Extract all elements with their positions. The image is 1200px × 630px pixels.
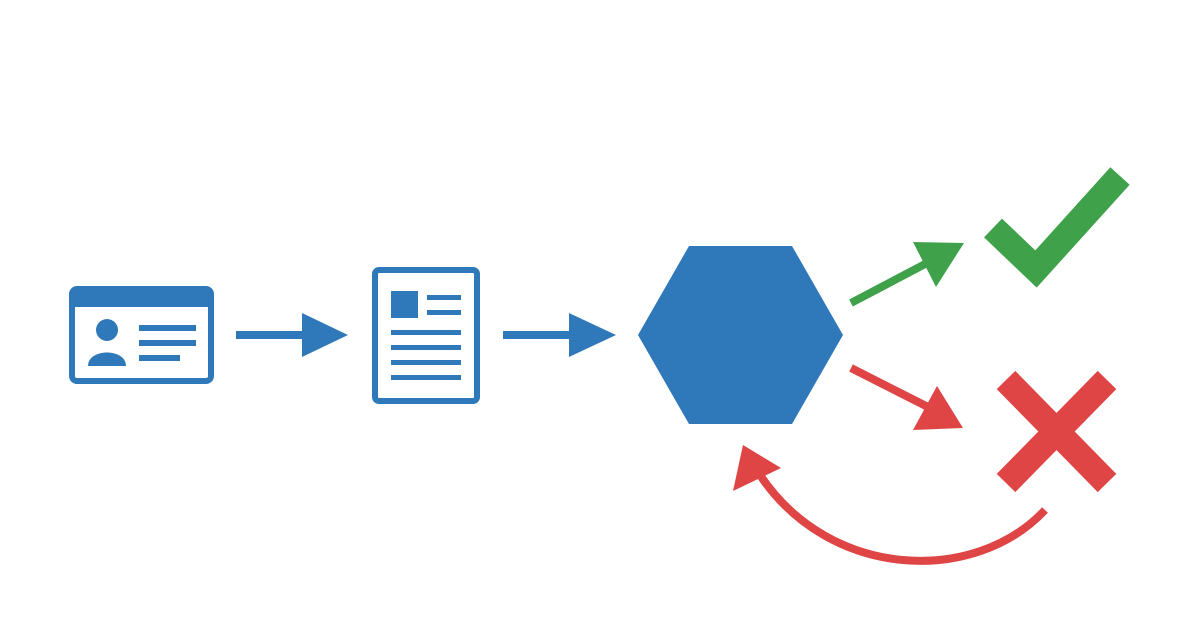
checkmark-icon [984,167,1130,288]
hexagon-icon [638,246,843,424]
arrow-idcard-to-document [236,313,348,357]
arrow-rejected-to-processor [733,445,1048,565]
arrow-processor-to-rejected [849,364,963,430]
arrow-processor-to-approved [849,242,964,307]
id-card-icon [69,286,214,384]
arrow-document-to-processor [503,313,616,357]
document-icon [372,267,480,404]
cross-icon [996,370,1117,493]
